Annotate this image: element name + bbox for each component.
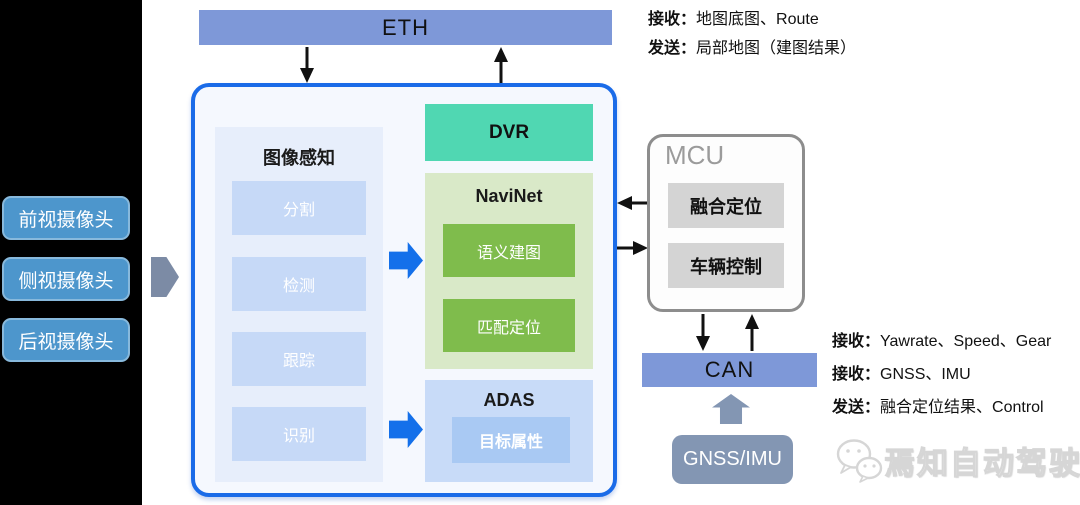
perception-item-label: 检测 — [282, 278, 315, 295]
perception-item-label: 分割 — [282, 202, 315, 219]
navinet-item-label: 语义建图 — [476, 244, 541, 262]
annotation-label: 接收： — [648, 11, 697, 28]
soc-to-mcu-arrow-icon — [617, 241, 648, 255]
camera-label-front: 前视摄像头 — [18, 209, 114, 231]
eth-bus-bar: ETH — [199, 10, 612, 45]
camera-box-rear: 后视摄像头 — [2, 318, 130, 362]
annotation-label: 接收： — [832, 366, 881, 383]
wechat-icon — [836, 439, 883, 483]
camera-label-side: 侧视摄像头 — [18, 270, 114, 292]
annotation-value: 融合定位结果、Control — [880, 399, 1044, 416]
eth-annotation-line2: 发送：局部地图（建图结果） — [648, 34, 856, 58]
adas-item-label: 目标属性 — [478, 434, 543, 451]
watermark-text: 焉知自动驾驶 — [883, 445, 1080, 481]
adas-title: ADAS — [483, 390, 535, 410]
can-bus-bar: CAN — [642, 353, 817, 387]
annotation-label: 发送： — [648, 40, 697, 57]
camera-box-side: 侧视摄像头 — [2, 257, 130, 301]
gnss-imu-box: GNSS/IMU — [672, 435, 793, 484]
perception-item-segmentation: 分割 — [232, 181, 366, 235]
annotation-label: 发送： — [832, 399, 881, 416]
dvr-box: DVR — [425, 104, 593, 161]
annotation-value: 局部地图（建图结果） — [696, 40, 857, 57]
dvr-label: DVR — [488, 121, 530, 143]
can-bus-label: CAN — [704, 357, 755, 382]
annotation-value: Yawrate、Speed、Gear — [880, 333, 1052, 350]
mcu-item-vehicle-control: 车辆控制 — [668, 243, 784, 288]
eth-to-soc-arrow-icon — [300, 47, 314, 83]
navinet-item-matching-localization: 匹配定位 — [443, 299, 575, 352]
annotation-value: 地图底图、Route — [696, 11, 819, 28]
camera-box-front: 前视摄像头 — [2, 196, 130, 240]
adas-item-target-attributes: 目标属性 — [452, 417, 570, 463]
can-annotation-line2: 接收：GNSS、IMU — [832, 360, 971, 384]
mcu-title: MCU — [665, 140, 725, 170]
navinet-title: NaviNet — [475, 186, 543, 206]
mcu-to-can-arrow-icon — [696, 314, 710, 351]
annotation-label: 接收： — [832, 333, 881, 350]
eth-bus-label: ETH — [382, 14, 429, 40]
navinet-item-label: 匹配定位 — [476, 319, 541, 337]
navinet-item-semantic-mapping: 语义建图 — [443, 224, 575, 277]
annotation-value: GNSS、IMU — [880, 366, 971, 383]
perception-item-tracking: 跟踪 — [232, 332, 366, 386]
mcu-item-label: 融合定位 — [690, 196, 762, 217]
left-black-panel — [0, 0, 142, 505]
perception-item-label: 跟踪 — [282, 353, 315, 370]
gnss-to-can-arrow-icon — [712, 394, 750, 424]
perception-item-detection: 检测 — [232, 257, 366, 311]
can-to-mcu-arrow-icon — [745, 314, 759, 351]
camera-label-rear: 后视摄像头 — [18, 331, 114, 353]
perception-title: 图像感知 — [263, 148, 335, 168]
can-annotation-line3: 发送：融合定位结果、Control — [832, 393, 1044, 417]
perception-item-label: 识别 — [282, 428, 315, 445]
mcu-to-soc-arrow-icon — [617, 196, 648, 210]
cameras-to-soc-arrow-icon — [151, 257, 179, 297]
eth-annotation-line1: 接收：地图底图、Route — [648, 5, 819, 29]
soc-to-eth-arrow-icon — [494, 47, 508, 83]
gnss-imu-label: GNSS/IMU — [683, 448, 782, 470]
can-annotation-line1: 接收：Yawrate、Speed、Gear — [832, 327, 1051, 351]
mcu-item-fusion-localization: 融合定位 — [668, 183, 784, 228]
perception-item-recognition: 识别 — [232, 407, 366, 461]
mcu-item-label: 车辆控制 — [690, 256, 762, 277]
